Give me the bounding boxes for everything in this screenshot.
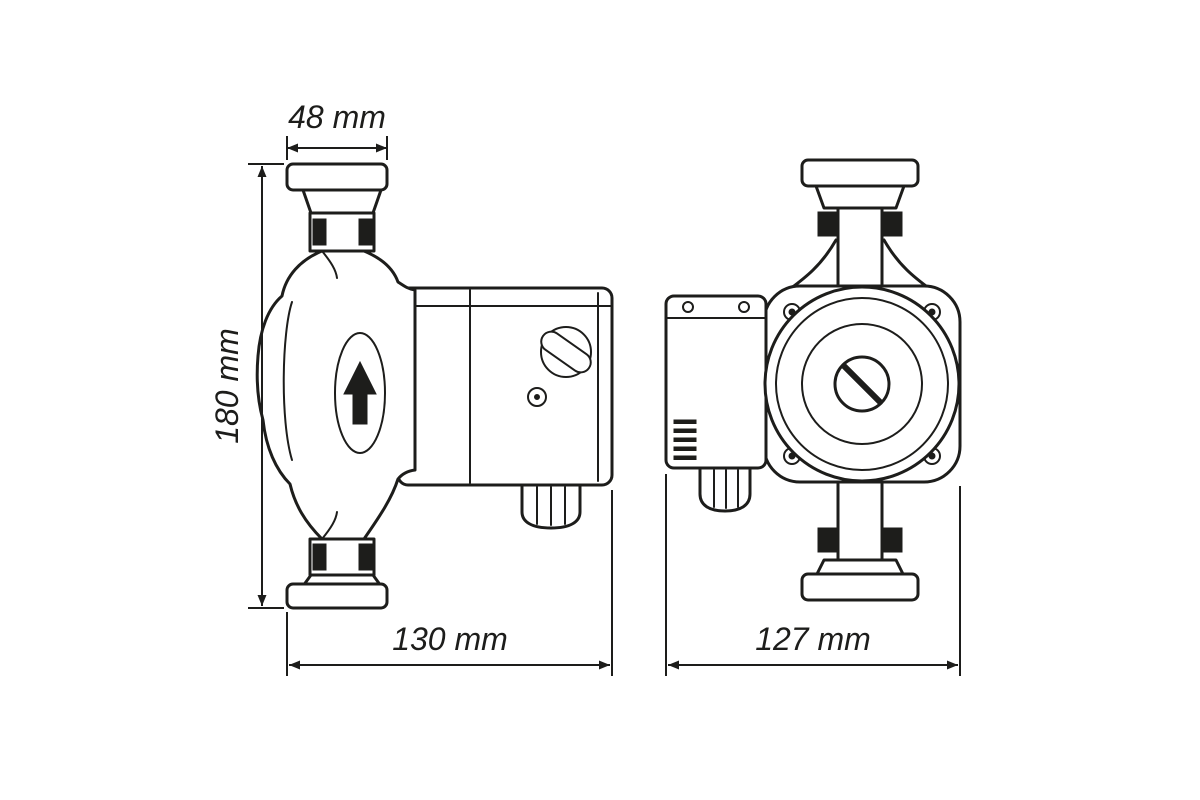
dimension-label-front-width: 127 mm [755,621,871,657]
terminal-box [664,294,768,470]
dimension-side-width: 130 mm [286,490,613,676]
pump-front-view [664,158,962,602]
speed-selector-knob [540,326,592,378]
cable-gland [520,483,582,530]
housing-screw [527,387,547,407]
pump-side-view [255,162,614,610]
pump-volute-body [255,249,417,541]
arrow-up-icon [343,360,377,425]
side-bottom-flange [285,582,389,610]
vent-slots [673,419,697,460]
side-bottom-connection [285,537,389,610]
side-top-connection [285,162,389,253]
motor-housing [396,286,614,487]
front-bottom-flange [800,572,920,602]
dimension-height: 180 mm [209,163,284,609]
front-top-flange [800,158,920,188]
front-bottom-connection [800,474,920,602]
side-top-flange [285,162,389,192]
dimension-front-width: 127 mm [665,474,961,676]
dimension-label-side-width: 130 mm [392,621,508,657]
dimension-top-width: 48 mm [286,99,388,160]
dimension-label-height: 180 mm [209,328,245,444]
front-cable-gland [698,466,752,513]
pump-head-face [763,285,961,483]
front-top-connection [784,158,936,294]
slotted-screw-icon [833,355,891,413]
dimension-label-top-width: 48 mm [288,99,386,135]
